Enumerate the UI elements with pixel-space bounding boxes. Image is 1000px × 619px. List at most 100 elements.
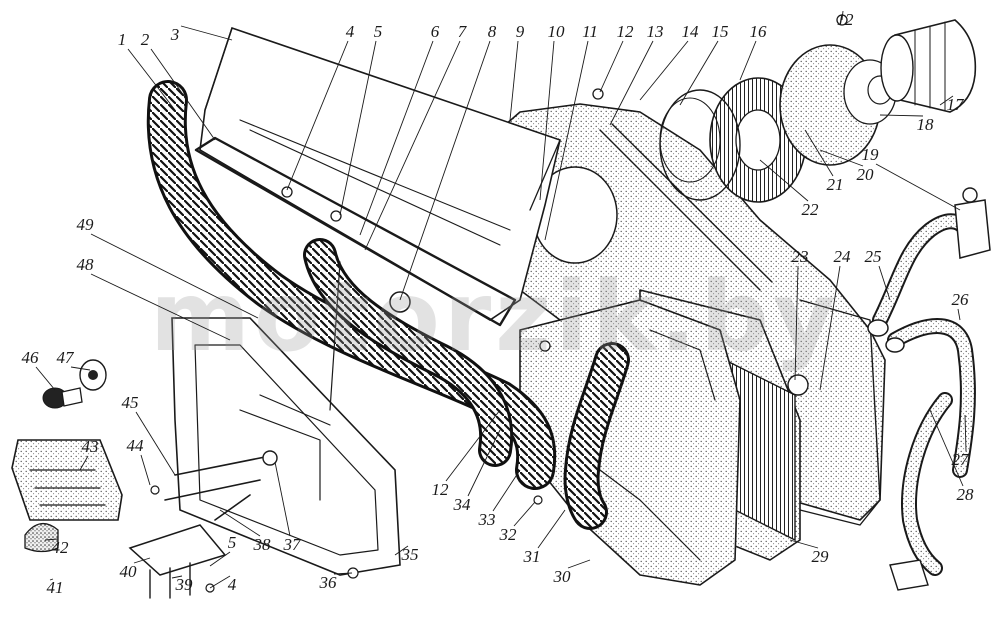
callout-leader-10 [539,40,555,201]
callout-leader-6 [359,40,434,236]
callout-leader-5 [339,40,377,216]
callout-label-26: 26 [952,290,970,309]
heater-tap-19 [954,187,991,259]
callout-label-32: 32 [499,525,518,544]
callout-leader-37 [274,461,291,537]
callout-label-8: 8 [488,22,497,41]
callout-leader-32 [513,501,536,527]
callout-label-4: 4 [346,22,355,41]
callout-label-41: 41 [47,578,64,597]
callout-label-49: 49 [77,215,95,234]
callout-leader-27 [964,414,967,452]
water-hose-26 [887,318,976,478]
callout-leader-33 [492,469,521,512]
callout-leader-35 [394,545,409,556]
callout-leader-18 [879,114,924,117]
callout-label-19: 19 [862,145,880,164]
callout-leader-26 [957,308,961,321]
callout-leader-22 [759,159,809,202]
callout-leader-20 [819,149,864,167]
callout-label-15: 15 [712,22,729,41]
callout-label-24: 24 [834,247,852,266]
callout-label-9: 9 [516,22,525,41]
callout-leader-30 [567,559,591,569]
callout-label-30: 30 [553,567,572,586]
callout-label-44: 44 [127,436,145,455]
callout-label-12: 12 [432,480,450,499]
callout-leader-12 [599,40,624,93]
callout-leader-17 [939,95,954,106]
callout-leader-34 [467,429,501,497]
callout-leader-4 [209,575,231,589]
callout-label-6: 6 [431,22,440,41]
hose-clamps [867,319,929,591]
callout-leader-12 [841,10,844,21]
air-duct-box [199,26,561,323]
callout-leader-1 [127,48,176,111]
callout-leader-14 [639,40,689,101]
callout-label-25: 25 [865,247,882,266]
duct-seal-gasket [194,136,517,327]
callout-label-5: 5 [228,533,237,552]
callout-leaders [35,10,967,589]
callout-leader-39 [171,575,183,579]
callout-leader-24 [819,265,841,391]
callout-leader-47 [70,366,91,371]
callout-label-20: 20 [857,165,875,184]
callout-label-16: 16 [750,22,768,41]
callout-leader-45 [135,411,176,476]
callout-label-27: 27 [952,450,971,469]
callout-label-31: 31 [523,547,541,566]
electric-motor [880,19,977,113]
callout-label-23: 23 [792,247,809,266]
callout-label-39: 39 [175,575,194,594]
callout-label-47: 47 [57,348,76,367]
callout-leader-43 [79,455,89,471]
callout-leader-15 [679,40,719,106]
callout-leader-25 [878,265,891,301]
callout-leader-2 [150,48,216,141]
callout-leader-41 [49,578,54,581]
callout-label-12: 12 [617,22,635,41]
callout-label-45: 45 [122,393,139,412]
callout-leader-36 [333,572,353,575]
callout-label-37: 37 [283,535,303,554]
control-panel-trim [11,439,123,521]
callout-leader-16 [739,40,757,81]
callout-label-17: 17 [947,95,966,114]
callout-label-14: 14 [682,22,700,41]
callout-label-3: 3 [170,25,180,44]
callout-label-21: 21 [827,175,844,194]
water-hose-28 [901,392,953,576]
callout-label-42: 42 [52,538,70,557]
callout-label-35: 35 [401,545,419,564]
callout-label-43: 43 [82,437,99,456]
callout-leader-42 [44,538,59,541]
callout-label-11: 11 [582,22,598,41]
callout-leader-40 [133,557,151,564]
callout-label-5: 5 [374,22,383,41]
callout-label-4: 4 [228,575,237,594]
callout-label-22: 22 [802,200,820,219]
callout-leader-19 [875,163,961,211]
callout-leader-3 [180,25,233,41]
fasteners [150,14,848,593]
callout-label-2: 2 [141,30,150,49]
callout-label-46: 46 [22,348,40,367]
callout-leader-12 [445,409,501,482]
callout-label-33: 33 [478,510,496,529]
watermark-text: motorzik.by [150,261,840,373]
callout-label-34: 34 [453,495,472,514]
callout-leader-28 [929,409,964,487]
control-linkage [128,450,278,599]
callout-label-29: 29 [812,547,830,566]
callout-label-1: 1 [118,30,127,49]
callout-label-12: 12 [837,10,855,29]
callout-label-48: 48 [77,255,95,274]
callout-leader-31 [537,509,566,549]
callout-leader-38 [219,509,261,537]
callout-leader-4 [286,40,349,191]
callout-leader-29 [789,539,819,549]
